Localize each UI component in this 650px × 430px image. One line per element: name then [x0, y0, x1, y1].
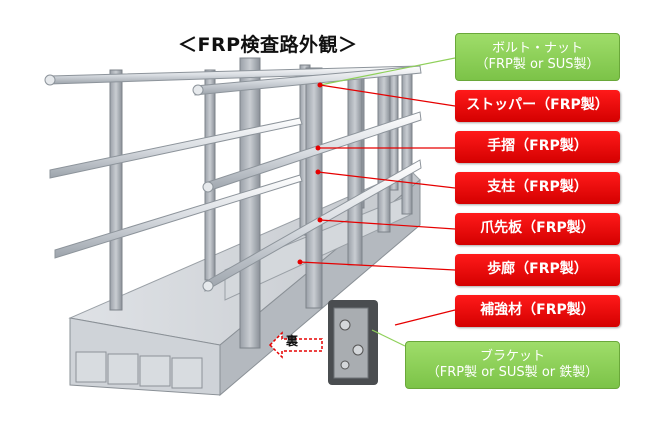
near-handrails — [192, 65, 422, 292]
label-walkway: 歩廊（FRP製） — [455, 254, 620, 286]
label-bolt-nut-line1: ボルト・ナット — [491, 40, 583, 56]
bracket-photo — [328, 300, 378, 385]
label-bolt-nut-line2: （FRP製 or SUS製） — [475, 57, 600, 72]
label-toe-board: 爪先板（FRP製） — [455, 213, 620, 245]
label-bracket: ブラケット （FRP製 or SUS製 or 鉄製） — [405, 341, 620, 389]
label-reinforcement: 補強材（FRP製） — [455, 295, 620, 327]
leader-lines — [297, 57, 456, 347]
label-bolt-nut: ボルト・ナット （FRP製 or SUS製） — [455, 33, 620, 81]
diagram-title: ＜FRP検査路外観＞ — [178, 34, 358, 56]
back-arrow-icon — [268, 331, 323, 359]
label-stopper: ストッパー（FRP製） — [455, 90, 620, 122]
label-post: 支柱（FRP製） — [455, 172, 620, 204]
label-handrail: 手摺（FRP製） — [455, 131, 620, 163]
label-bracket-line1: ブラケット — [479, 348, 545, 364]
label-bracket-line2: （FRP製 or SUS製 or 鉄製） — [426, 365, 599, 380]
near-posts — [239, 57, 413, 349]
back-label: 裏 — [286, 334, 299, 348]
